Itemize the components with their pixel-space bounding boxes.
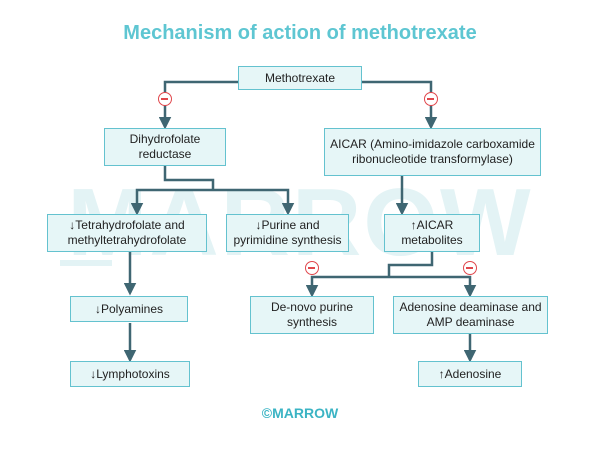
connector-to-adenosine-deaminase (389, 275, 477, 298)
node-adenosine: ↑Adenosine (418, 361, 522, 387)
diagram-title: Mechanism of action of methotrexate (123, 22, 477, 44)
footer-copyright: ©MARROW (261, 405, 339, 421)
connector-to-purine (213, 188, 295, 216)
node-methotrexate: Methotrexate (238, 66, 362, 90)
connector-metabolites-split (387, 252, 434, 277)
connector-mtx-aicar (362, 80, 438, 130)
node-lymphotoxins: ↓Lymphotoxins (70, 361, 190, 387)
minus-circle-icon (305, 261, 319, 275)
node-purine-pyrimidine-synthesis: ↓Purine and pyrimidine synthesis (226, 214, 349, 252)
connector-dhfr-split (163, 165, 215, 190)
connector-mtx-dhfr (158, 80, 238, 130)
watermark-underline (60, 260, 112, 266)
minus-circle-icon (158, 92, 172, 106)
node-polyamines: ↓Polyamines (70, 296, 188, 322)
node-aicar-metabolites: ↑AICAR metabolites (384, 214, 480, 252)
node-adenosine-deaminase: Adenosine deaminase and AMP deaminase (393, 296, 548, 334)
node-aicar: AICAR (Amino-imidazole carboxamide ribon… (324, 128, 541, 176)
minus-circle-icon (463, 261, 477, 275)
minus-circle-icon (424, 92, 438, 106)
node-tetrahydrofolate: ↓Tetrahydrofolate and methyltetrahydrofo… (47, 214, 207, 252)
connector-to-thf (130, 188, 213, 216)
node-dihydrofolate-reductase: Dihydrofolate reductase (104, 128, 226, 166)
node-denovo-purine-synthesis: De-novo purine synthesis (250, 296, 374, 334)
connector-to-denovo (305, 275, 389, 298)
